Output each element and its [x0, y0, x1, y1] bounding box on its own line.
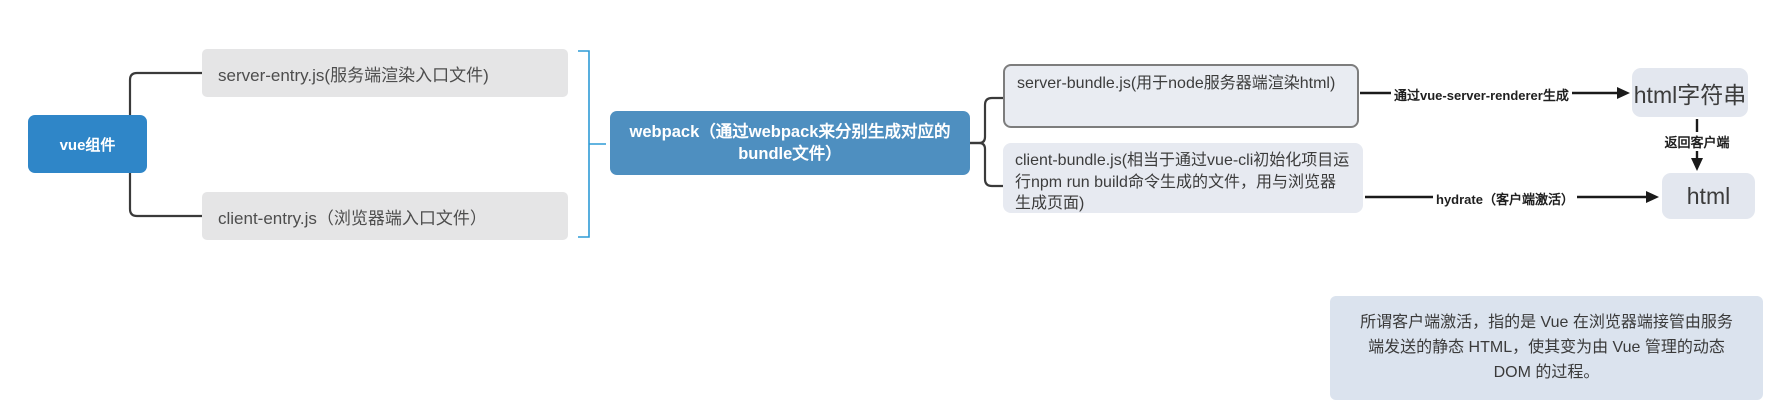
bracket-entries-group [578, 50, 590, 238]
connector-webpack-to-client-bundle [968, 141, 1005, 188]
node-client-bundle[interactable]: client-bundle.js(相当于通过vue-cli初始化项目运行npm … [1003, 143, 1363, 213]
edge-label-vue-server-renderer: 通过vue-server-renderer生成 [1391, 85, 1572, 104]
node-server-entry[interactable]: server-entry.js(服务端渲染入口文件) [202, 49, 568, 97]
node-client-entry[interactable]: client-entry.js（浏览器端入口文件） [202, 192, 568, 240]
note-hydration-explanation: 所谓客户端激活，指的是 Vue 在浏览器端接管由服务端发送的静态 HTML，使其… [1330, 296, 1763, 401]
edge-label-return-to-client: 返回客户端 [1661, 132, 1733, 151]
connector-vue-to-server-entry [128, 71, 204, 117]
arrow-head-icon [1691, 158, 1703, 171]
connector-webpack-to-server-bundle [968, 96, 1005, 145]
arrow-head-icon [1617, 87, 1630, 99]
node-html-string[interactable]: html字符串 [1632, 68, 1748, 117]
node-webpack[interactable]: webpack（通过webpack来分别生成对应的bundle文件） [610, 111, 970, 175]
connector-vue-to-client-entry [128, 171, 204, 218]
node-html[interactable]: html [1662, 173, 1755, 219]
node-vue-component[interactable]: vue组件 [28, 115, 147, 173]
node-server-bundle[interactable]: server-bundle.js(用于node服务器端渲染html) [1003, 64, 1359, 128]
edge-label-hydrate: hydrate（客户端激活） [1433, 189, 1577, 208]
arrow-head-icon [1646, 191, 1659, 203]
